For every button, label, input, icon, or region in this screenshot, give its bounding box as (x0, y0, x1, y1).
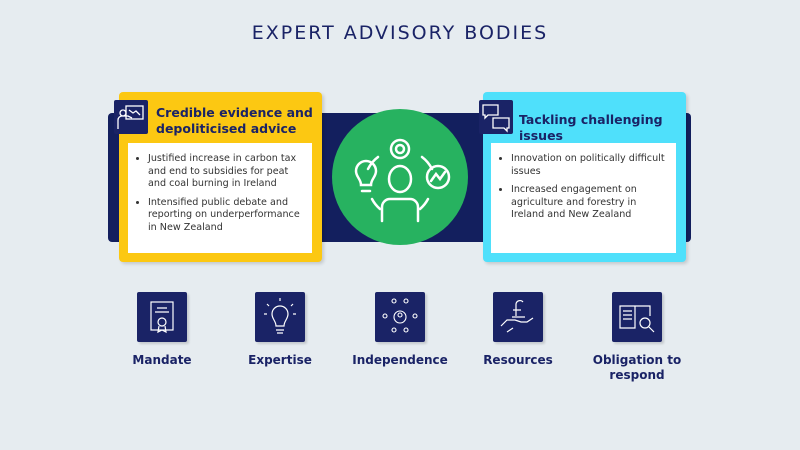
pillar-label: Resources (483, 353, 553, 367)
book-search-icon (612, 292, 662, 342)
bullet: Intensified public debate and reporting … (148, 197, 304, 235)
speech-bubbles-icon (479, 100, 513, 134)
hand-pound-icon (493, 292, 543, 342)
pillar-label: Expertise (248, 353, 312, 367)
evidence-card-body: Justified increase in carbon tax and end… (128, 143, 312, 253)
bullet: Increased engagement on agriculture and … (511, 184, 668, 222)
pillar-label: Obligation to respond (592, 353, 682, 382)
page-title: EXPERT ADVISORY BODIES (251, 22, 549, 44)
bullet: Justified increase in carbon tax and end… (148, 153, 304, 191)
presentation-icon (114, 100, 148, 134)
bullet: Innovation on politically difficult issu… (511, 153, 668, 178)
lightbulb-icon (255, 292, 305, 342)
challenging-issues-title: Tackling challenging issues (519, 112, 663, 143)
advisory-person-icon (332, 109, 468, 245)
evidence-card-title: Credible evidence and depoliticised advi… (156, 105, 313, 136)
challenging-issues-body: Innovation on politically difficult issu… (491, 143, 676, 253)
people-network-icon (375, 292, 425, 342)
pillar-label: Independence (352, 353, 448, 367)
certificate-icon (137, 292, 187, 342)
pillar-label: Mandate (132, 353, 192, 367)
